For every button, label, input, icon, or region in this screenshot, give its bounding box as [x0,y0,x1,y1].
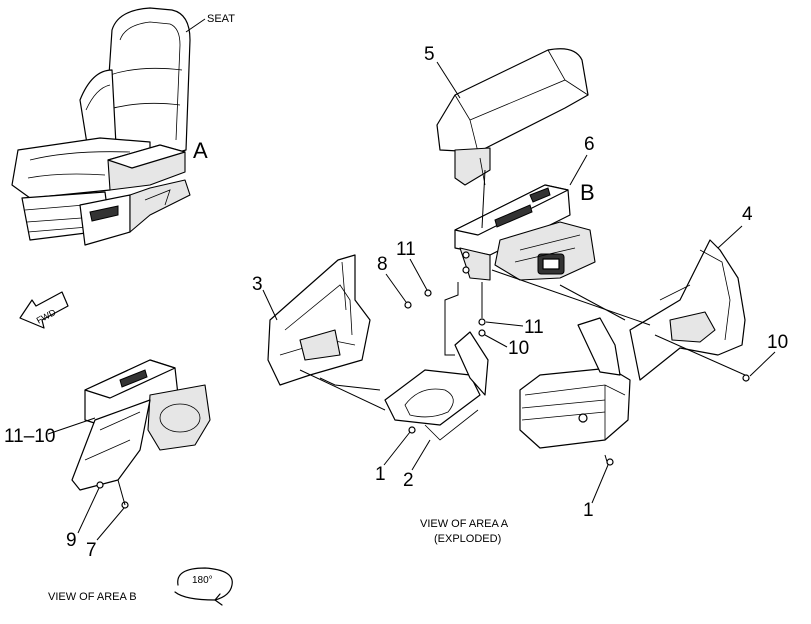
callout-1-right: 1 [583,500,594,521]
callout-10-right: 10 [767,332,788,353]
area-b-label: B [580,180,595,205]
callout-11-top: 11 [396,239,416,260]
callout-11-mid: 11 [524,317,544,338]
view-b-assembly [71,359,211,509]
callout-2: 2 [403,470,414,491]
callout-6: 6 [584,134,595,155]
fwd-arrow-icon: FWD [19,291,69,329]
callout-1-left: 1 [375,464,386,485]
callouts: 5 6 4 3 8 11 11 10 10 1 2 1 11–10 9 7 [4,44,788,561]
part-2-bracket-plate [384,331,489,441]
assembly-lines [299,169,750,466]
seat-illustration: SEAT A [11,7,235,246]
part-6-console-block: B [454,180,596,281]
callout-8: 8 [377,254,388,275]
callout-10-mid: 10 [508,338,529,359]
area-a-label: A [193,138,208,163]
callout-3: 3 [252,274,263,295]
seat-label: SEAT [207,13,235,25]
part-3-side-panel [267,254,371,386]
callout-7: 7 [86,540,97,561]
view-a-caption-line1: VIEW OF AREA A [420,518,509,530]
view-a-caption-line2: (EXPLODED) [434,533,501,545]
rotation-arrow-icon: 180° [174,567,233,606]
part-5-armrest-pad [436,48,589,186]
callout-4: 4 [742,204,753,225]
callout-5: 5 [424,44,435,65]
callout-11-10: 11–10 [4,426,55,447]
part-4-side-panel [629,239,746,381]
part-1-front-cover [519,317,631,449]
callout-9: 9 [66,530,77,551]
view-b-caption: VIEW OF AREA B [48,591,137,603]
rotation-label: 180° [192,575,213,586]
